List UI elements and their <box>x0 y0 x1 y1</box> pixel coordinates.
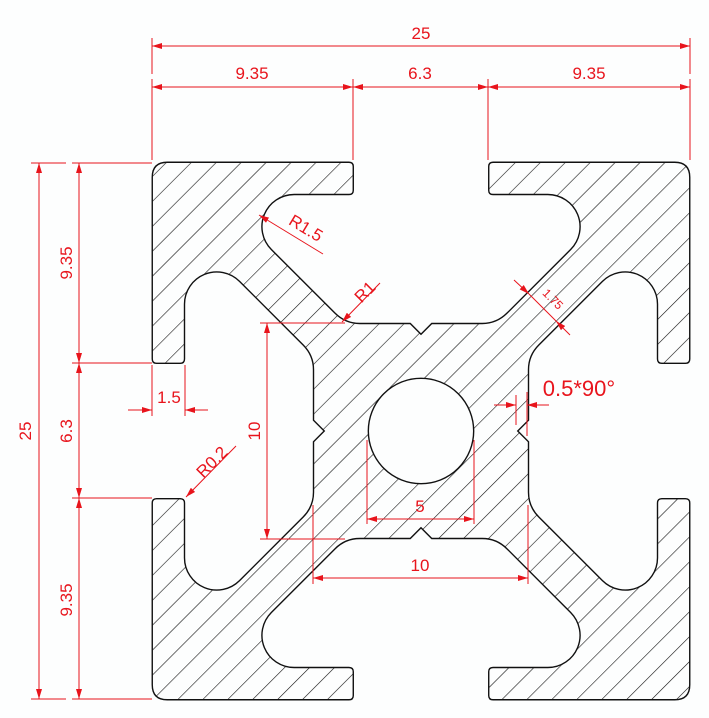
dimension-hole-diameter: 5 <box>366 440 475 524</box>
top-slot-opening-label: 6.3 <box>408 64 432 83</box>
dimension-notch: 0.5*90° <box>494 376 615 436</box>
left-top-segment-label: 9.35 <box>57 246 76 279</box>
overall-height-label: 25 <box>16 422 35 441</box>
core-width-label: 10 <box>411 556 430 575</box>
top-right-segment-label: 9.35 <box>572 64 605 83</box>
flange-thickness-label: 1.5 <box>157 388 181 407</box>
dimension-flange-thickness: 1.5 <box>128 365 208 416</box>
dimension-overall-height: 25 <box>16 162 66 700</box>
dimension-top-segments: 9.35 6.3 9.35 <box>151 64 691 160</box>
notch-label: 0.5*90° <box>543 376 615 401</box>
profile-section <box>152 162 690 700</box>
tip-radius-label: R0.2 <box>193 443 232 482</box>
top-left-segment-label: 9.35 <box>235 64 268 83</box>
dimension-overall-width: 25 <box>151 24 691 74</box>
left-bottom-segment-label: 9.35 <box>57 583 76 616</box>
profile-outline <box>152 162 690 700</box>
dimension-left-segments: 9.35 6.3 9.35 <box>57 162 152 700</box>
dimension-core-width: 10 <box>312 505 529 584</box>
core-height-label: 10 <box>245 422 264 441</box>
dimension-core-height: 10 <box>245 322 345 540</box>
fillet-radius-label: R1 <box>351 278 380 307</box>
overall-width-label: 25 <box>412 24 431 43</box>
pocket-radius-label: R1.5 <box>286 211 327 246</box>
left-slot-opening-label: 6.3 <box>57 419 76 443</box>
hole-diameter-label: 5 <box>415 497 424 516</box>
leader-tip-radius: R0.2 <box>185 443 237 498</box>
leader-fillet-radius: R1 <box>341 278 381 323</box>
